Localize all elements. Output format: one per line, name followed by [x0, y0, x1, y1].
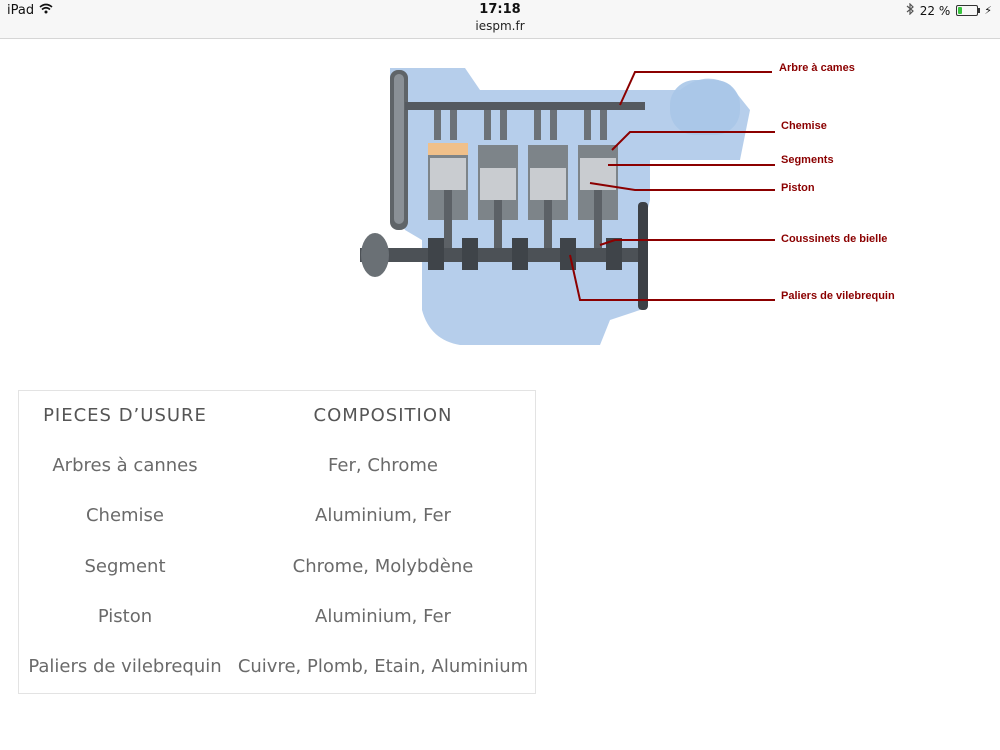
engine-illustration: [360, 68, 775, 345]
header-composition: COMPOSITION: [313, 405, 453, 426]
table-cell-part: Chemise: [85, 505, 165, 526]
table-cell-part: Paliers de vilebrequin: [28, 656, 222, 677]
device-name: iPad: [7, 3, 35, 18]
label-piston: Piston: [781, 182, 815, 194]
status-bar: iPad 17:18 iespm.fr 22 % ⚡: [0, 0, 1000, 39]
table-cell-composition: Chrome, Molybdène: [292, 556, 474, 577]
label-paliers-de-vilebrequin: Paliers de vilebrequin: [781, 290, 895, 302]
label-chemise: Chemise: [781, 120, 827, 132]
charging-bolt-icon: ⚡: [984, 4, 992, 17]
wear-parts-table: PIECES D’USURE COMPOSITION Arbres à cann…: [18, 390, 536, 694]
table-cell-composition: Aluminium, Fer: [315, 606, 451, 627]
bluetooth-icon: [906, 2, 914, 18]
label-arbre-a-cames: Arbre à cames: [779, 62, 855, 74]
label-coussinets-de-bielle: Coussinets de bielle: [781, 233, 888, 245]
label-segments: Segments: [781, 154, 834, 166]
table-cell-part: Arbres à cannes: [52, 455, 198, 476]
table-cell-part: Segment: [84, 556, 166, 577]
engine-block: [390, 68, 750, 345]
table-cell-composition: Aluminium, Fer: [315, 505, 451, 526]
engine-diagram: Arbre à cames Chemise Segments Piston Co…: [350, 50, 950, 360]
battery-icon: [956, 5, 981, 16]
address-bar-url[interactable]: iespm.fr: [475, 19, 525, 33]
table-cell-part: Piston: [97, 606, 153, 627]
table-cell-composition: Fer, Chrome: [328, 455, 438, 476]
clock: 17:18: [479, 2, 521, 17]
battery-percent: 22 %: [919, 3, 951, 18]
table-cell-composition: Cuivre, Plomb, Etain, Aluminium: [237, 656, 529, 677]
battery-level: [958, 7, 963, 14]
header-pieces-usure: PIECES D’USURE: [43, 405, 207, 426]
wifi-icon: [39, 3, 53, 18]
